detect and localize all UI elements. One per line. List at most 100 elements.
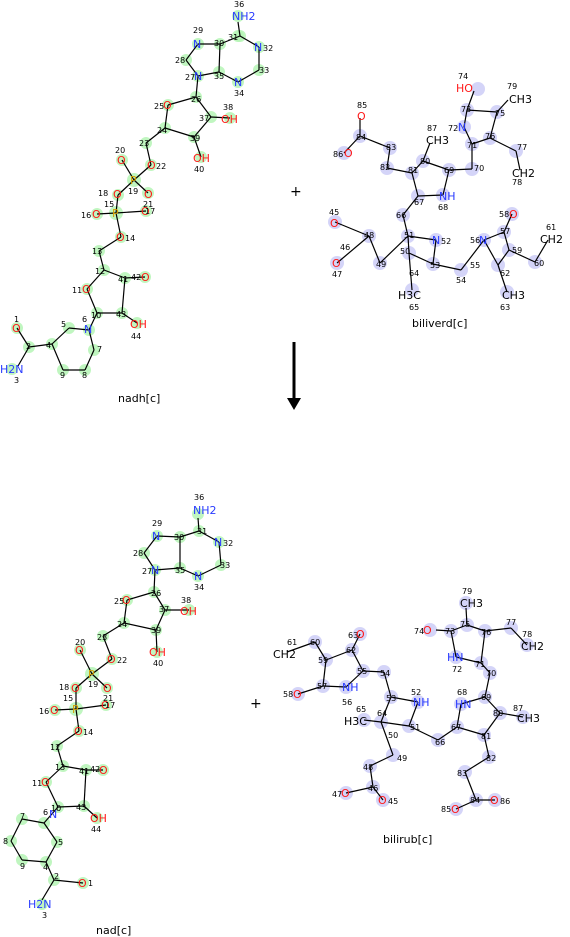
atom-index-50: 50 <box>388 731 398 740</box>
amine-label: NH2 <box>232 10 256 23</box>
pyridinium-n-6: N <box>49 808 57 821</box>
ring-n-52: N <box>432 234 440 247</box>
pyrrole-nh-68: NH <box>439 190 456 203</box>
vinyl-ch2-78: CH2 <box>521 640 544 653</box>
nad-atoms: 36 NH2 29 N 31 N 32 30 28 33 27 N 35 N 3… <box>3 493 233 920</box>
phosphorus-19: P <box>88 668 95 681</box>
ring-o-25: O <box>122 594 131 607</box>
atom-index-20: 20 <box>115 146 125 155</box>
atom-index-84: 84 <box>470 796 480 805</box>
atom-index-12: 12 <box>95 267 105 276</box>
molecule-label-biliverd: biliverd[c] <box>412 317 467 330</box>
atom-index-73: 73 <box>445 627 455 636</box>
atom-index-76: 76 <box>485 132 495 141</box>
atom-index-44: 44 <box>131 332 141 341</box>
atom-index-59: 59 <box>512 246 522 255</box>
ring-n-34: N <box>234 76 242 89</box>
ring-n-29: N <box>193 38 201 51</box>
atom-index-3: 3 <box>42 911 47 920</box>
atom-index-21: 21 <box>103 694 113 703</box>
atom-index-46: 46 <box>340 243 350 252</box>
oxygen-45: O <box>378 794 387 807</box>
atom-index-43: 43 <box>76 803 86 812</box>
atom-index-71: 71 <box>467 141 477 150</box>
atom-index-40: 40 <box>153 659 163 668</box>
atom-index-45: 45 <box>388 797 398 806</box>
atom-index-32: 32 <box>263 44 273 53</box>
atom-index-76: 76 <box>481 628 491 637</box>
atom-index-6: 6 <box>82 315 87 324</box>
hydroxyl-74: HO <box>456 82 473 95</box>
methyl-65: H3C <box>344 715 367 728</box>
atom-index-50: 50 <box>400 247 410 256</box>
atom-index-82: 82 <box>380 163 390 172</box>
oxygen-14: O <box>74 725 83 738</box>
atom-index-61: 61 <box>287 638 297 647</box>
atom-index-85: 85 <box>441 805 451 814</box>
hydroxyl-44: OH <box>130 318 147 331</box>
atom-index-54: 54 <box>456 276 466 285</box>
atom-index-42: 42 <box>90 765 100 774</box>
atom-index-5: 5 <box>58 838 63 847</box>
atom-index-32: 32 <box>223 539 233 548</box>
atom-index-8: 8 <box>82 371 87 380</box>
atom-index-78: 78 <box>522 630 532 639</box>
atom-index-81: 81 <box>481 732 491 741</box>
methyl-79: CH3 <box>460 597 483 610</box>
atom-index-31: 31 <box>228 33 238 42</box>
atom-index-59: 59 <box>318 656 328 665</box>
atom-index-3: 3 <box>14 376 19 385</box>
oxygen-85: O <box>451 803 460 816</box>
molecule-label-nadh: nadh[c] <box>118 392 160 405</box>
methyl-65: H3C <box>398 289 421 302</box>
atom-index-79: 79 <box>507 82 517 91</box>
atom-index-10: 10 <box>91 311 101 320</box>
pyrrole-nh-52: NH <box>413 696 430 709</box>
atom-index-55: 55 <box>357 667 367 676</box>
atom-index-87: 87 <box>513 704 523 713</box>
atom-index-9: 9 <box>20 862 25 871</box>
ring-n-29: N <box>152 530 160 543</box>
atom-index-28: 28 <box>175 56 185 65</box>
atom-index-77: 77 <box>506 618 516 627</box>
ring-n-6: N <box>84 323 92 336</box>
amide-nh2: H2N <box>0 363 24 376</box>
bilirub-atoms: 79 CH3 74 O 73 75 76 77 78 CH2 61 CH2 60… <box>273 587 544 816</box>
oxygen-22: O <box>147 159 156 172</box>
atom-index-18: 18 <box>98 189 108 198</box>
nadh-atoms: 36 NH2 29 N 30 31 N 32 28 33 27 N 35 N 3… <box>0 0 273 385</box>
atom-index-54: 54 <box>380 669 390 678</box>
atom-index-14: 14 <box>125 234 135 243</box>
atom-index-23: 23 <box>139 139 149 148</box>
atom-index-5: 5 <box>61 320 66 329</box>
oxygen-47: O <box>341 787 350 800</box>
atom-index-70: 70 <box>474 164 484 173</box>
atom-index-83: 83 <box>386 143 396 152</box>
atom-index-51: 51 <box>404 231 414 240</box>
oxygen-42: O <box>99 764 108 777</box>
vinyl-ch2-78: CH2 <box>512 167 535 180</box>
atom-index-60: 60 <box>310 638 320 647</box>
molecule-bilirub: 79 CH3 74 O 73 75 76 77 78 CH2 61 CH2 60… <box>273 587 544 846</box>
oxygen-42: O <box>141 271 150 284</box>
atom-index-74: 74 <box>458 72 468 81</box>
atom-index-2: 2 <box>54 872 59 881</box>
atom-index-19: 19 <box>88 680 98 689</box>
atom-index-15: 15 <box>104 200 114 209</box>
methyl-63: CH3 <box>502 289 525 302</box>
oxygen-47: O <box>332 257 341 270</box>
atom-index-53: 53 <box>430 261 440 270</box>
oxygen-18: O <box>71 682 80 695</box>
hydroxyl-38: OH <box>180 605 197 618</box>
atom-index-63: 63 <box>500 303 510 312</box>
atom-index-67: 67 <box>451 723 461 732</box>
pyrrole-nh-68: HN <box>455 698 472 711</box>
ring-n-34: N <box>194 570 202 583</box>
methyl-87: CH3 <box>517 712 540 725</box>
oxygen-86: O <box>490 794 499 807</box>
atom-index-56: 56 <box>470 236 480 245</box>
atom-index-18: 18 <box>59 683 69 692</box>
oxygen-17: O <box>141 205 150 218</box>
ring-n-32: N <box>254 41 262 54</box>
hydroxyl-40: OH <box>193 152 210 165</box>
